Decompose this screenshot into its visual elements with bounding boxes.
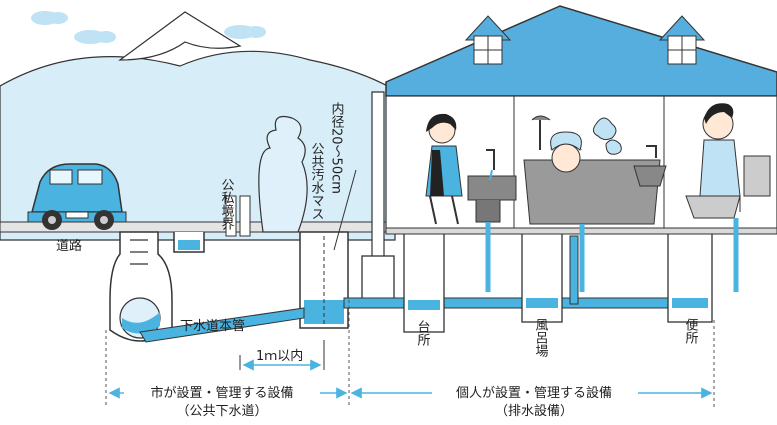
sewer-main-label: 下水道本管 <box>180 319 245 334</box>
gutter-box <box>361 255 395 303</box>
road-label: 道路 <box>56 238 82 254</box>
kitchen-label: 台所 <box>415 320 431 346</box>
bath-label: 風呂場 <box>533 318 549 357</box>
kitchen-scene <box>425 113 517 225</box>
gutter-downpipe <box>371 91 385 269</box>
private-scope-sub: （排水設備） <box>495 403 573 419</box>
boundary-label: 公私境界 <box>219 178 235 231</box>
box-diameter-label: 内径20～50cm <box>329 101 345 193</box>
private-boxes <box>403 231 713 333</box>
bath-scene <box>523 115 661 225</box>
street-inlet <box>173 232 205 253</box>
public-box-label: 公共汚水マス <box>309 142 325 220</box>
dimension-within-1m <box>239 340 325 371</box>
car-icon <box>27 163 127 230</box>
public-catch-basin <box>299 231 349 329</box>
tree-icon <box>258 115 308 233</box>
toilet-scene <box>633 103 771 219</box>
within-label: 1ｍ以内 <box>256 348 303 364</box>
basin-leader <box>333 169 357 251</box>
toilet-label: 便所 <box>683 318 699 344</box>
city-scope-label: 市が設置・管理する設備 <box>150 385 293 401</box>
boundary-post <box>225 195 251 237</box>
wastewater-lines <box>485 218 739 292</box>
scope-dividers <box>105 300 715 408</box>
cloud-icon <box>31 11 266 44</box>
private-scope-label: 個人が設置・管理する設備 <box>456 385 612 401</box>
city-scope-sub: （公共下水道） <box>176 404 267 419</box>
manhole-shaft <box>109 231 173 342</box>
